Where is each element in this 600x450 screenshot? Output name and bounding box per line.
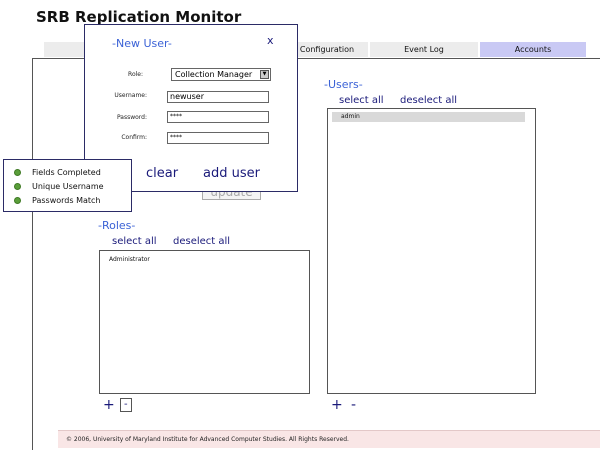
confirm-password-field[interactable]: **** [167,132,269,144]
password-label: Password: [116,114,147,121]
tab-configuration[interactable]: Configuration [286,42,368,57]
validation-label: Passwords Match [32,195,101,205]
add-role-button[interactable]: + [103,397,115,413]
users-deselect-all-link[interactable]: deselect all [400,95,458,106]
tab-event-log[interactable]: Event Log [370,42,478,57]
list-item-label: Administrator [109,256,150,263]
clear-button[interactable]: clear [146,166,179,181]
username-label: Username: [114,92,147,99]
roles-select-all-link[interactable]: select all [112,236,157,247]
users-section-title: -Users- [324,78,363,91]
add-user-button[interactable]: + [331,397,343,413]
password-field[interactable]: **** [167,111,269,123]
status-ok-icon [14,196,21,204]
users-select-all-link[interactable]: select all [339,95,384,106]
status-ok-icon [14,182,21,190]
validation-row: Passwords Match [14,193,101,207]
chevron-down-icon: ▼ [260,70,269,79]
users-list[interactable]: admin [327,108,536,394]
dialog-title: -New User- [112,37,172,50]
copyright-text: © 2006, University of Maryland Institute… [66,436,349,443]
username-field[interactable]: newuser [167,91,269,103]
validation-label: Unique Username [32,181,104,191]
confirm-label: Confirm: [121,134,147,141]
roles-deselect-all-link[interactable]: deselect all [173,236,231,247]
list-item-label: admin [341,113,360,120]
roles-section-title: -Roles- [98,219,136,232]
close-icon[interactable]: x [267,34,274,47]
validation-label: Fields Completed [32,167,101,177]
remove-role-button[interactable]: - [120,398,132,412]
header-divider [32,58,600,59]
validation-row: Fields Completed [14,165,101,179]
app-title: SRB Replication Monitor [36,8,242,26]
roles-list[interactable]: Administrator [99,250,310,394]
list-item[interactable]: Administrator [100,255,309,265]
role-select[interactable]: Collection Manager ▼ [171,68,271,81]
new-user-dialog: -New User- x Role: Collection Manager ▼ … [84,24,298,192]
role-label: Role: [128,71,143,78]
remove-user-button[interactable]: - [351,397,357,413]
add-user-submit-button[interactable]: add user [203,166,260,181]
list-item[interactable]: admin [332,112,525,122]
validation-panel: Fields Completed Unique Username Passwor… [3,159,132,212]
content-left-border [32,58,33,450]
status-ok-icon [14,168,21,176]
footer: © 2006, University of Maryland Institute… [58,430,600,448]
validation-row: Unique Username [14,179,104,193]
tab-accounts[interactable]: Accounts [480,42,586,57]
role-select-value: Collection Manager [175,70,253,79]
